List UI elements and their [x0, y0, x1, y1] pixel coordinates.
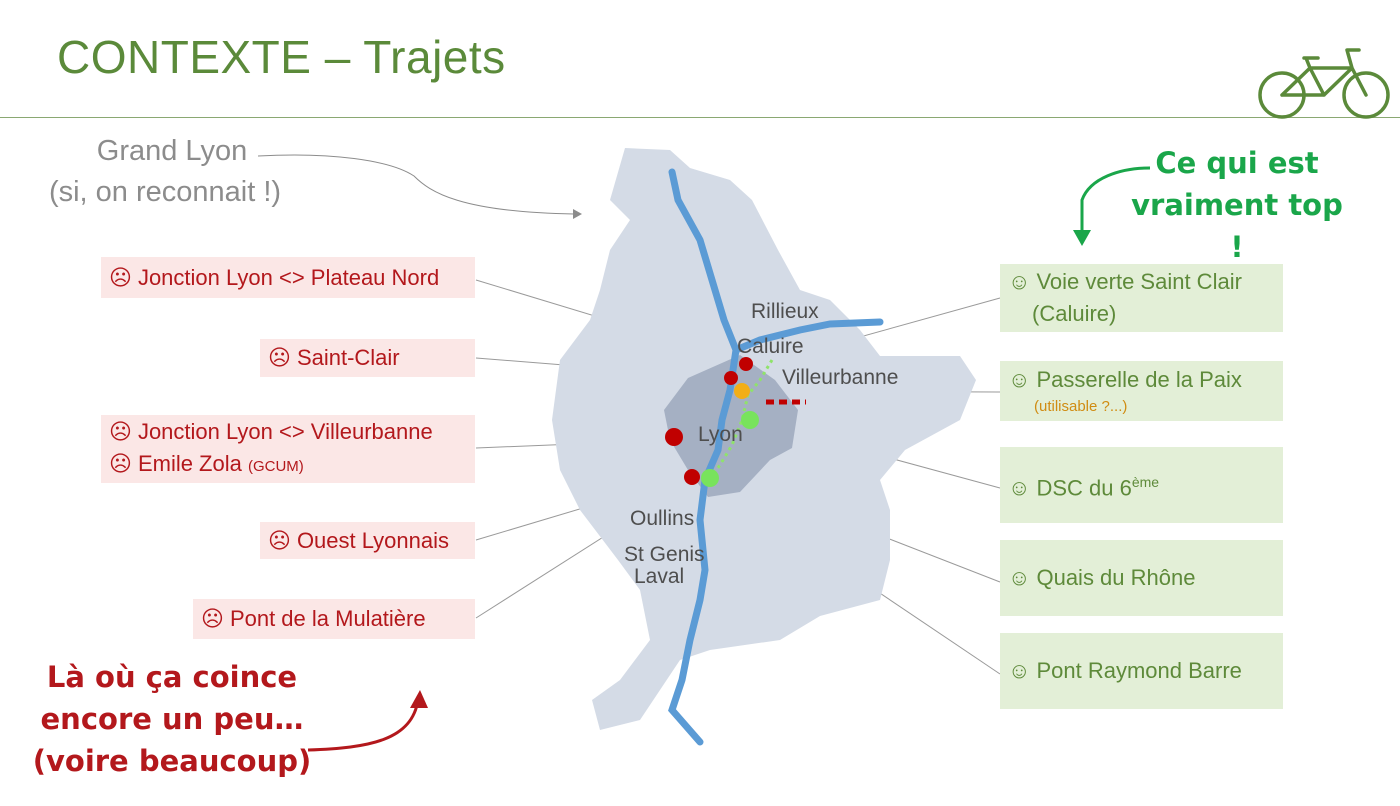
- green-cycle-route: [708, 359, 774, 479]
- good-box-raymond-barre: ☺Pont Raymond Barre: [1000, 633, 1283, 709]
- city-oullins: Oullins: [630, 507, 695, 530]
- city-caluire: Caluire: [737, 335, 804, 358]
- quais-marker: [701, 469, 719, 487]
- problem-box-saint-clair: ☹Saint-Clair: [260, 339, 475, 377]
- grand-lyon-arrow: [257, 154, 575, 215]
- city-rillieux: Rillieux: [751, 300, 819, 323]
- frown-icon: ☹: [109, 418, 132, 444]
- grand-lyon-label: Grand Lyon: [96, 135, 248, 167]
- dsc-marker: [741, 411, 759, 429]
- frown-icon: ☹: [201, 606, 224, 631]
- saone-river: [732, 318, 884, 354]
- title-divider: [0, 117, 1400, 118]
- bad-callout-line3: (voire beaucoup): [32, 744, 312, 778]
- good-box-quais: ☺Quais du Rhône: [1000, 540, 1283, 616]
- good-note: (utilisable ?...): [1034, 398, 1128, 415]
- bad-callout-arrow: [307, 699, 420, 752]
- good-callout-arrowhead: [1073, 230, 1091, 246]
- city-lyon: Lyon: [698, 423, 743, 446]
- bad-callout: Là où ça coince encore un peu… (voire be…: [24, 656, 320, 782]
- good-callout: Ce qui est vraiment top !: [1120, 142, 1354, 268]
- grand-lyon-note: Grand Lyon (si, on reconnait !): [30, 131, 300, 213]
- good-label: Quais du Rhône: [1036, 565, 1196, 590]
- problem-label: Jonction Lyon <> Villeurbanne: [137, 418, 433, 444]
- frown-icon: ☹: [109, 450, 132, 476]
- problem-label: Saint-Clair: [296, 345, 400, 370]
- grand-lyon-sublabel: (si, on reconnait !): [48, 176, 282, 208]
- problem-label: Jonction Lyon <> Plateau Nord: [137, 264, 440, 290]
- bad-callout-arrowhead: [410, 690, 428, 708]
- city-st-genis-line2: Laval: [634, 565, 685, 588]
- problem-label: Ouest Lyonnais: [296, 527, 449, 553]
- lyon-core-shape: [664, 355, 798, 497]
- problem-label: Pont de la Mulatière: [229, 606, 426, 631]
- good-box-dsc: ☺DSC du 6ème: [1000, 447, 1283, 523]
- problem-box-plateau-nord: ☹Jonction Lyon <> Plateau Nord: [101, 257, 475, 298]
- bicycle-icon: [1258, 48, 1390, 119]
- good-label: DSC du 6: [1036, 475, 1132, 501]
- grand-lyon-arrowhead: [573, 209, 582, 219]
- smile-icon: ☺: [1008, 658, 1031, 683]
- frown-icon: ☹: [109, 264, 132, 290]
- smile-icon: ☺: [1008, 269, 1031, 294]
- city-villeurbanne: Villeurbanne: [782, 366, 899, 389]
- good-callout-line1: Ce qui est: [1155, 146, 1319, 180]
- city-st-genis-line1: St Genis: [624, 543, 705, 566]
- good-label: Passerelle de la Paix: [1036, 367, 1242, 392]
- good-callout-arrow: [1080, 166, 1151, 236]
- good-sublabel: (Caluire): [1032, 301, 1117, 326]
- rhone-river: [668, 168, 740, 746]
- good-label: Pont Raymond Barre: [1036, 658, 1242, 683]
- smile-icon: ☺: [1008, 475, 1031, 501]
- good-box-voie-verte: ☺Voie verte Saint Clair (Caluire): [1000, 264, 1283, 332]
- smile-icon: ☺: [1008, 565, 1031, 590]
- problem-box-mulatiere: ☹Pont de la Mulatière: [193, 599, 475, 639]
- good-callout-line2: vraiment top !: [1131, 188, 1343, 264]
- bad-callout-line1: Là où ça coince: [46, 660, 298, 694]
- frown-icon: ☹: [268, 527, 291, 553]
- problem-label: Emile Zola: [137, 450, 242, 476]
- problem-box-ouest-lyonnais: ☹Ouest Lyonnais: [260, 522, 475, 559]
- problem-note: (GCUM): [247, 457, 304, 475]
- good-box-passerelle: ☺Passerelle de la Paix (utilisable ?...): [1000, 361, 1283, 421]
- slide-title: CONTEXTE – Trajets: [57, 31, 506, 83]
- passerelle-marker: [734, 383, 750, 399]
- good-sup: ème: [1131, 473, 1160, 490]
- frown-icon: ☹: [268, 345, 291, 370]
- city-st-genis: St Genis Laval: [624, 544, 705, 588]
- smile-icon: ☺: [1008, 367, 1031, 392]
- bad-callout-line2: encore un peu…: [40, 702, 304, 736]
- good-label: Voie verte Saint Clair: [1036, 269, 1242, 294]
- problem-box-villeurbanne-zola: ☹Jonction Lyon <> Villeurbanne ☹Emile Zo…: [101, 415, 475, 483]
- problem-markers: [665, 357, 753, 485]
